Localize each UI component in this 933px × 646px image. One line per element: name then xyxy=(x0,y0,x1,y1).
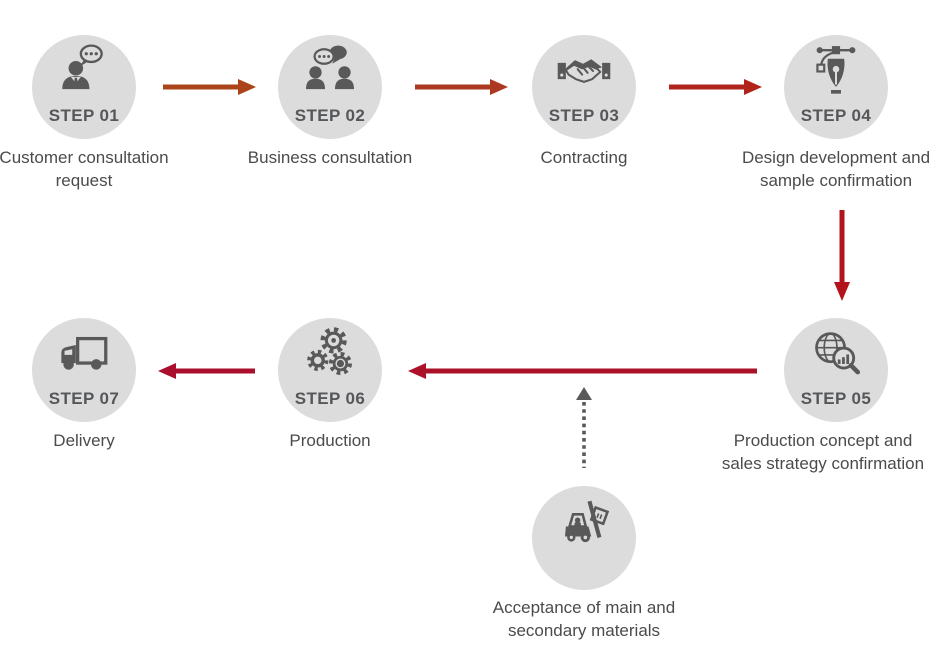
arrow-head-icon xyxy=(744,79,762,95)
arrow-head-icon xyxy=(158,363,176,379)
forklift-icon xyxy=(564,500,610,543)
step-01-title: Customer consultation request xyxy=(0,146,214,192)
step-02-title: Business consultation xyxy=(200,146,460,169)
pen-tool-icon xyxy=(816,46,856,94)
step-04-title: Design development and sample confirmati… xyxy=(706,146,933,192)
step-title-line: secondary materials xyxy=(507,621,661,640)
step-05-title: Production concept and sales strategy co… xyxy=(693,429,933,475)
arrow-step5-to-step6 xyxy=(408,363,757,379)
step-07-circle: STEP 07 xyxy=(32,318,136,422)
arrow-head-icon xyxy=(576,387,592,400)
person-consultation-icon xyxy=(62,44,103,90)
arrow-step3-to-step4 xyxy=(669,79,762,95)
arrow-materials-to-production-line xyxy=(576,387,592,468)
step-04-circle: STEP 04 xyxy=(784,35,888,139)
step-06-title: Production xyxy=(200,429,460,452)
arrow-step4-to-step5 xyxy=(834,210,850,301)
step-05-circle: STEP 05 xyxy=(784,318,888,422)
step-title-line: Contracting xyxy=(540,148,628,167)
step-02-circle: STEP 02 xyxy=(278,35,382,139)
step-title-line: Acceptance of main and xyxy=(492,598,676,617)
step-01-circle: STEP 01 xyxy=(32,35,136,139)
step-01-number-label: STEP 01 xyxy=(48,106,120,125)
step-title-line: sales strategy confirmation xyxy=(721,454,925,473)
step-05-number-label: STEP 05 xyxy=(800,389,872,408)
handshake-icon xyxy=(557,59,611,83)
step-07-number-label: STEP 07 xyxy=(48,389,120,408)
arrow-head-icon xyxy=(490,79,508,95)
step-title-line: Production concept and xyxy=(733,431,913,450)
step-03-title: Contracting xyxy=(454,146,714,169)
step-03-circle: STEP 03 xyxy=(532,35,636,139)
step-07-title: Delivery xyxy=(0,429,214,452)
step-title-line: Delivery xyxy=(53,431,115,450)
step-title-line: Customer consultation xyxy=(0,148,169,167)
step-04-number-label: STEP 04 xyxy=(800,106,872,125)
globe-analysis-icon xyxy=(815,332,861,375)
arrow-step6-to-step7 xyxy=(158,363,255,379)
step-title-line: request xyxy=(55,171,113,190)
delivery-truck-icon xyxy=(61,336,108,370)
business-meeting-icon xyxy=(305,45,355,90)
step-06-circle: STEP 06 xyxy=(278,318,382,422)
gears-icon xyxy=(307,327,352,376)
step-title-line: sample confirmation xyxy=(759,171,913,190)
arrow-head-icon xyxy=(834,282,850,301)
step-title-line: Production xyxy=(289,431,371,450)
step-title-line: Business consultation xyxy=(247,148,413,167)
arrow-head-icon xyxy=(408,363,426,379)
arrow-step2-to-step3 xyxy=(415,79,508,95)
arrow-head-icon xyxy=(238,79,256,95)
step-06-number-label: STEP 06 xyxy=(294,389,366,408)
step-title-line: Design development and xyxy=(741,148,931,167)
materials-acceptance-title: Acceptance of main and secondary materia… xyxy=(454,596,714,642)
materials-acceptance-circle xyxy=(532,486,636,590)
arrow-step1-to-step2 xyxy=(163,79,256,95)
step-03-number-label: STEP 03 xyxy=(548,106,620,125)
step-02-number-label: STEP 02 xyxy=(294,106,366,125)
